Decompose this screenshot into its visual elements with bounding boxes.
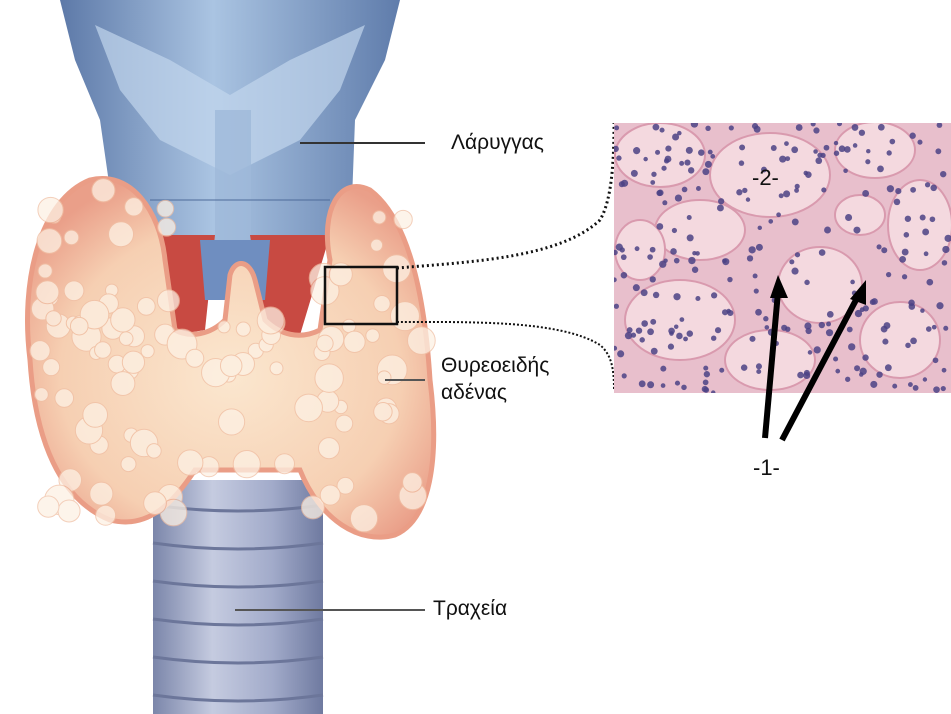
thyroid-label-line2: αδένας [441, 380, 507, 406]
marker-1-label: -1- [753, 455, 780, 481]
larynx-label: Λάρυγγας [451, 130, 544, 156]
trachea-label: Τραχεία [433, 596, 507, 622]
marker-2-label: -2- [752, 165, 779, 191]
thyroid-label-line1: Θυρεοειδής [441, 353, 549, 379]
histology-micrograph [612, 120, 951, 394]
